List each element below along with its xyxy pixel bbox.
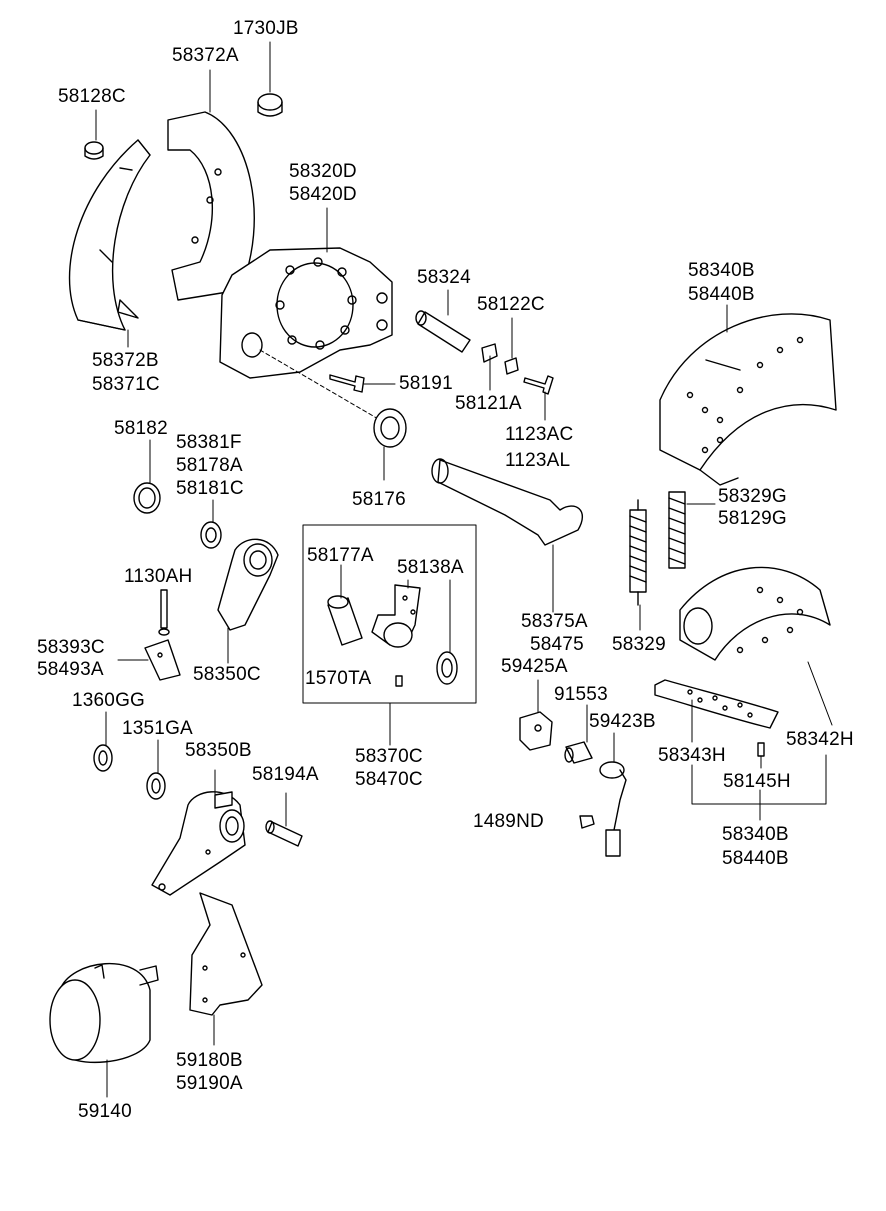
label-58182: 58182	[114, 418, 168, 439]
seal-58176-part	[373, 408, 407, 448]
label-59425A: 59425A	[501, 656, 568, 677]
bracket-59180b-part	[189, 892, 263, 1016]
washer-1351ga-part	[146, 772, 166, 800]
label-1123AL: 1123AL	[505, 450, 571, 471]
spring-58329g-part	[668, 491, 686, 569]
bracket-58138a-part	[371, 584, 421, 648]
label-1351GA: 1351GA	[122, 718, 193, 739]
clip-58121a-part	[481, 343, 498, 363]
camshaft-part	[431, 458, 584, 546]
bracket-58393c-part	[144, 639, 181, 681]
label-59140: 59140	[78, 1101, 132, 1122]
label-58145H: 58145H	[723, 771, 791, 792]
label-58181C: 58181C	[176, 478, 244, 499]
label-58372A: 58372A	[172, 45, 239, 66]
label-58191: 58191	[399, 373, 453, 394]
washer-58182-part	[133, 482, 161, 514]
label-58121A: 58121A	[455, 393, 522, 414]
label-58129G: 58129G	[718, 508, 787, 529]
block-59425a-part	[519, 711, 553, 751]
label-58375A: 58375A	[521, 611, 588, 632]
label-58350C: 58350C	[193, 664, 261, 685]
label-58329: 58329	[612, 634, 666, 655]
label-59190A: 59190A	[176, 1073, 243, 1094]
label-58340B-bottom: 58340B	[722, 824, 789, 845]
wire-59423b-part	[599, 761, 627, 857]
brake-spider-part	[219, 247, 393, 421]
label-1489ND: 1489ND	[473, 811, 544, 832]
label-58440B-bottom: 58440B	[722, 848, 789, 869]
dust-shield-right-part	[167, 111, 255, 301]
label-58122C: 58122C	[477, 294, 545, 315]
label-58381F: 58381F	[176, 432, 242, 453]
label-58324: 58324	[417, 267, 471, 288]
label-58371C: 58371C	[92, 374, 160, 395]
label-58138A: 58138A	[397, 557, 464, 578]
washer-1360gg-part	[93, 744, 113, 772]
bolt-1123ac-part	[523, 375, 554, 395]
label-58372B: 58372B	[92, 350, 159, 371]
label-58475: 58475	[530, 634, 584, 655]
label-58420D: 58420D	[289, 184, 357, 205]
label-59423B: 59423B	[589, 711, 656, 732]
label-58329G: 58329G	[718, 486, 787, 507]
label-58128C: 58128C	[58, 86, 126, 107]
brake-lining-part	[654, 679, 779, 729]
slack-adjuster-58350c-part	[217, 538, 279, 631]
seal-kit-part	[436, 651, 458, 685]
plug-1730jb-part	[257, 93, 283, 117]
label-58470C: 58470C	[355, 769, 423, 790]
label-58176: 58176	[352, 489, 406, 510]
label-1130AH: 1130AH	[124, 566, 193, 587]
label-58393C: 58393C	[37, 637, 105, 658]
label-58340B-top: 58340B	[688, 260, 755, 281]
label-1123AC: 1123AC	[505, 424, 574, 445]
screw-1570ta-part	[395, 675, 403, 687]
sensor-91553-part	[564, 741, 593, 764]
label-58342H: 58342H	[786, 729, 854, 750]
rivet-part	[757, 742, 765, 757]
label-1360GG: 1360GG	[72, 690, 146, 711]
label-1730JB: 1730JB	[233, 18, 299, 39]
bushing-58177a-part	[327, 595, 363, 646]
slack-adjuster-58350b-part	[151, 791, 246, 896]
label-91553: 91553	[554, 684, 608, 705]
label-59180B: 59180B	[176, 1050, 243, 1071]
brake-shoe-top-part	[659, 313, 837, 486]
label-58194A: 58194A	[252, 764, 319, 785]
spring-58329-part	[629, 499, 647, 606]
label-1570TA: 1570TA	[305, 668, 372, 689]
plug-58128c-part	[84, 141, 104, 160]
label-58343H: 58343H	[658, 745, 726, 766]
label-58350B: 58350B	[185, 740, 252, 761]
dust-shield-left-part	[68, 139, 151, 331]
clip-1489nd-part	[579, 815, 595, 829]
label-58177A: 58177A	[307, 545, 374, 566]
brake-shoe-bottom-part	[679, 566, 831, 661]
bolt-58191-part	[329, 374, 365, 393]
label-58440B-top: 58440B	[688, 284, 755, 305]
bolt-1130ah-part	[158, 589, 170, 636]
pin-58194a-part	[265, 820, 303, 847]
label-58320D: 58320D	[289, 161, 357, 182]
label-58178A: 58178A	[176, 455, 243, 476]
label-58370C: 58370C	[355, 746, 423, 767]
washer-58181c-part	[200, 521, 222, 549]
anchor-pin-part	[415, 310, 471, 353]
label-58493A: 58493A	[37, 659, 104, 680]
brake-chamber-part	[49, 963, 159, 1063]
clip-58122c-part	[504, 357, 519, 375]
